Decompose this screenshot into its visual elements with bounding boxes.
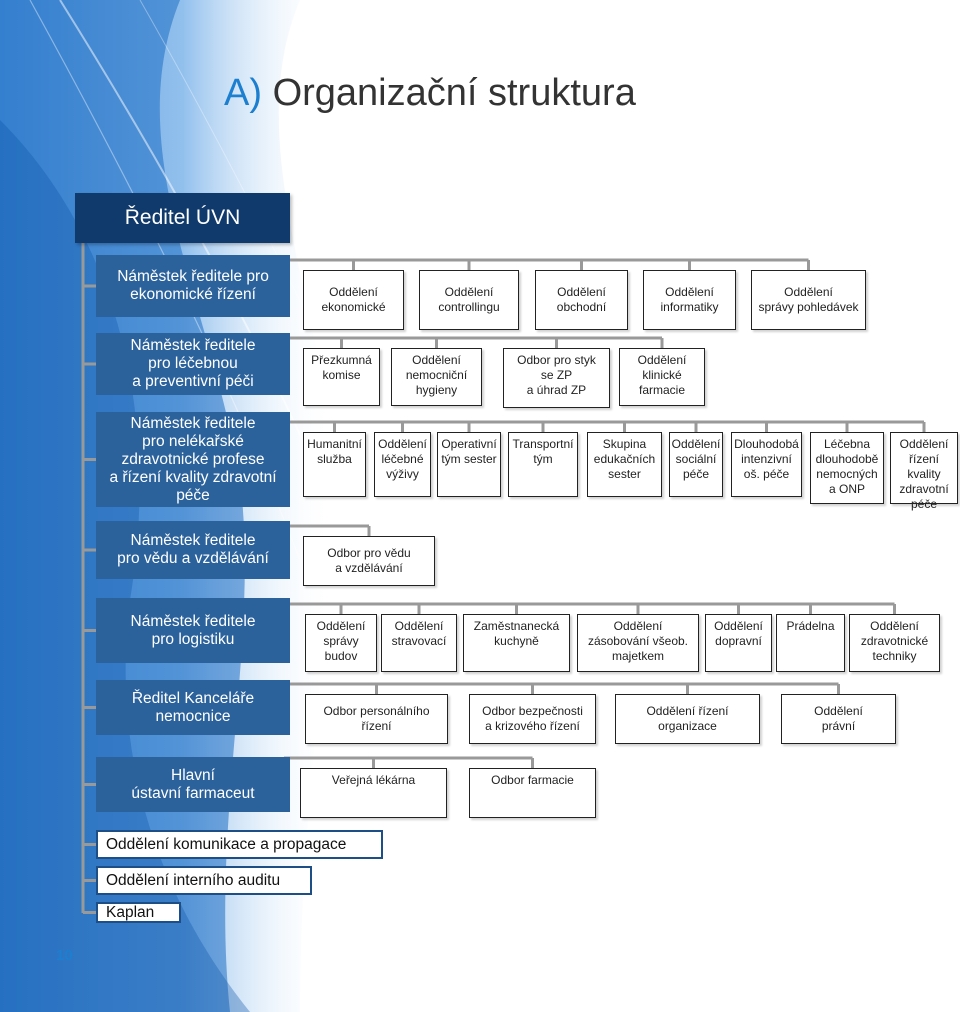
unit-box: Prádelna — [776, 614, 845, 672]
unit-box: Oddělení controllingu — [419, 270, 519, 330]
unit-box: Oddělení správy budov — [305, 614, 377, 672]
deputy-head-7: Hlavní ústavní farmaceut — [96, 757, 290, 812]
page-title: A) Organizační struktura — [224, 72, 636, 115]
unit-box: Veřejná lékárna — [300, 768, 447, 818]
unit-box: Oddělení stravovací — [381, 614, 457, 672]
unit-box: Humanitní služba — [303, 432, 366, 497]
unit-box: Oddělení zdravotnické techniky — [849, 614, 940, 672]
unit-box: Oddělení právní — [781, 694, 896, 744]
unit-box: Oddělení informatiky — [643, 270, 736, 330]
deputy-head-6: Ředitel Kanceláře nemocnice — [96, 680, 290, 735]
unit-box: Skupina edukačních sester — [587, 432, 662, 497]
title-prefix: A) — [224, 72, 262, 114]
title-text: Organizační struktura — [272, 72, 636, 114]
unit-box: Operativní tým sester — [437, 432, 501, 497]
unit-box: Oddělení řízení organizace — [615, 694, 760, 744]
deputy-head-4: Náměstek ředitele pro vědu a vzdělávání — [96, 521, 290, 579]
deputy-head-3: Náměstek ředitele pro nelékařské zdravot… — [96, 412, 290, 507]
unit-box: Oddělení řízení kvality zdravotní péče — [890, 432, 958, 511]
unit-box: Oddělení zásobování všeob. majetkem — [577, 614, 699, 672]
unit-box: Zaměstnanecká kuchyně — [463, 614, 570, 672]
unit-box: Oddělení obchodní — [535, 270, 628, 330]
unit-box: Léčebna dlouhodobě nemocných a ONP — [810, 432, 884, 504]
unit-box: Oddělení léčebné výživy — [374, 432, 431, 497]
unit-box: Přezkumná komise — [303, 348, 380, 406]
unit-box: Oddělení nemocniční hygieny — [391, 348, 482, 406]
unit-box: Oddělení ekonomické — [303, 270, 404, 330]
unit-box: Odbor personálního řízení — [305, 694, 448, 744]
unit-box: Oddělení sociální péče — [669, 432, 723, 497]
page-number: 10 — [56, 947, 73, 964]
unit-box: Dlouhodobá intenzivní oš. péče — [731, 432, 802, 497]
deputy-head-5: Náměstek ředitele pro logistiku — [96, 598, 290, 663]
staff-unit-3: Kaplan — [96, 902, 181, 923]
unit-box: Odbor farmacie — [469, 768, 596, 818]
unit-box: Oddělení dopravní — [705, 614, 772, 672]
unit-box: Oddělení klinické farmacie — [619, 348, 705, 406]
unit-box: Odbor bezpečnosti a krizového řízení — [469, 694, 596, 744]
staff-unit-2: Oddělení interního auditu — [96, 866, 312, 895]
unit-box: Transportní tým — [508, 432, 578, 497]
unit-box: Odbor pro vědu a vzdělávání — [303, 536, 435, 586]
unit-box: Odbor pro styk se ZP a úhrad ZP — [503, 348, 610, 408]
deputy-head-2: Náměstek ředitele pro léčebnou a prevent… — [96, 333, 290, 395]
unit-box: Oddělení správy pohledávek — [751, 270, 866, 330]
director-box: Ředitel ÚVN — [75, 193, 290, 243]
staff-unit-1: Oddělení komunikace a propagace — [96, 830, 383, 859]
deputy-head-1: Náměstek ředitele pro ekonomické řízení — [96, 255, 290, 317]
